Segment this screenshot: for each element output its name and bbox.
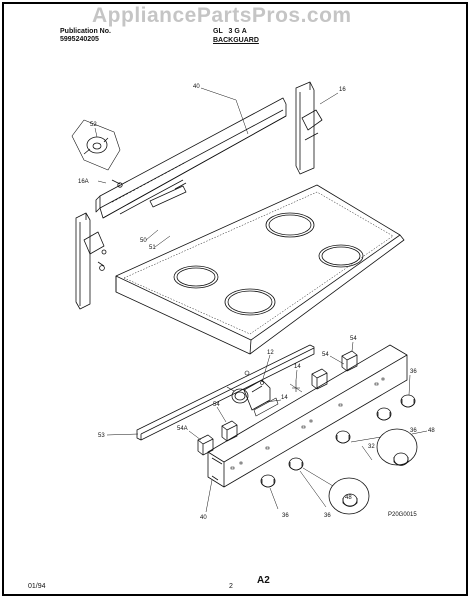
callout-32: 32 — [368, 444, 375, 450]
callout-54-mid: 54 — [322, 352, 329, 358]
callout-51: 51 — [149, 245, 156, 251]
publication-label: Publication No. — [60, 28, 111, 35]
right-end-cap — [295, 81, 323, 175]
left-end-cap — [75, 212, 107, 310]
callout-52: 52 — [90, 122, 97, 128]
fasteners — [226, 370, 264, 392]
callout-14-lower: 14 — [281, 395, 288, 401]
callout-12: 12 — [267, 350, 274, 356]
trim-strip — [136, 344, 315, 441]
callout-labels: 40 16 52 16A 50 51 54 54 12 14 14 36 53 … — [78, 84, 435, 521]
callout-36-lower-left: 36 — [282, 513, 289, 519]
callout-53: 53 — [98, 433, 105, 439]
callout-54-left: 54 — [213, 402, 220, 408]
callout-40-backguard: 40 — [193, 84, 200, 90]
footer-date: 01/94 — [28, 583, 46, 590]
page-border — [2, 2, 468, 596]
callout-40-panel: 40 — [200, 515, 207, 521]
callout-50: 50 — [140, 238, 147, 244]
knob-cap-52 — [71, 119, 123, 188]
diagram-code: P20G0015 — [388, 512, 417, 518]
timer-assembly — [231, 379, 303, 417]
callout-16a: 16A — [78, 179, 89, 185]
callout-14-upper: 14 — [294, 364, 301, 370]
callout-54-right: 54 — [350, 336, 357, 342]
footer-sheet: 2 — [229, 583, 233, 590]
callout-16: 16 — [339, 87, 346, 93]
backguard-panel — [95, 97, 287, 219]
model-number: GL 3 G A — [213, 28, 247, 35]
callout-36-lower-mid: 36 — [324, 513, 331, 519]
section-title: BACKGUARD — [213, 37, 259, 44]
cooktop — [115, 184, 405, 355]
footer-page: A2 — [257, 575, 270, 586]
knob-detail-callouts — [302, 428, 418, 515]
callout-48-lower: 48 — [345, 495, 352, 501]
control-knobs — [260, 394, 416, 488]
callout-48-upper: 48 — [428, 428, 435, 434]
leader-lines — [94, 87, 428, 513]
publication-number: 5995240205 — [60, 36, 99, 43]
callout-36-right: 36 — [410, 369, 417, 375]
callout-36-upper: 36 — [410, 428, 417, 434]
control-panel — [207, 344, 408, 488]
watermark-text: AppliancePartsPros.com — [92, 4, 352, 27]
callout-54a: 54A — [177, 426, 188, 432]
